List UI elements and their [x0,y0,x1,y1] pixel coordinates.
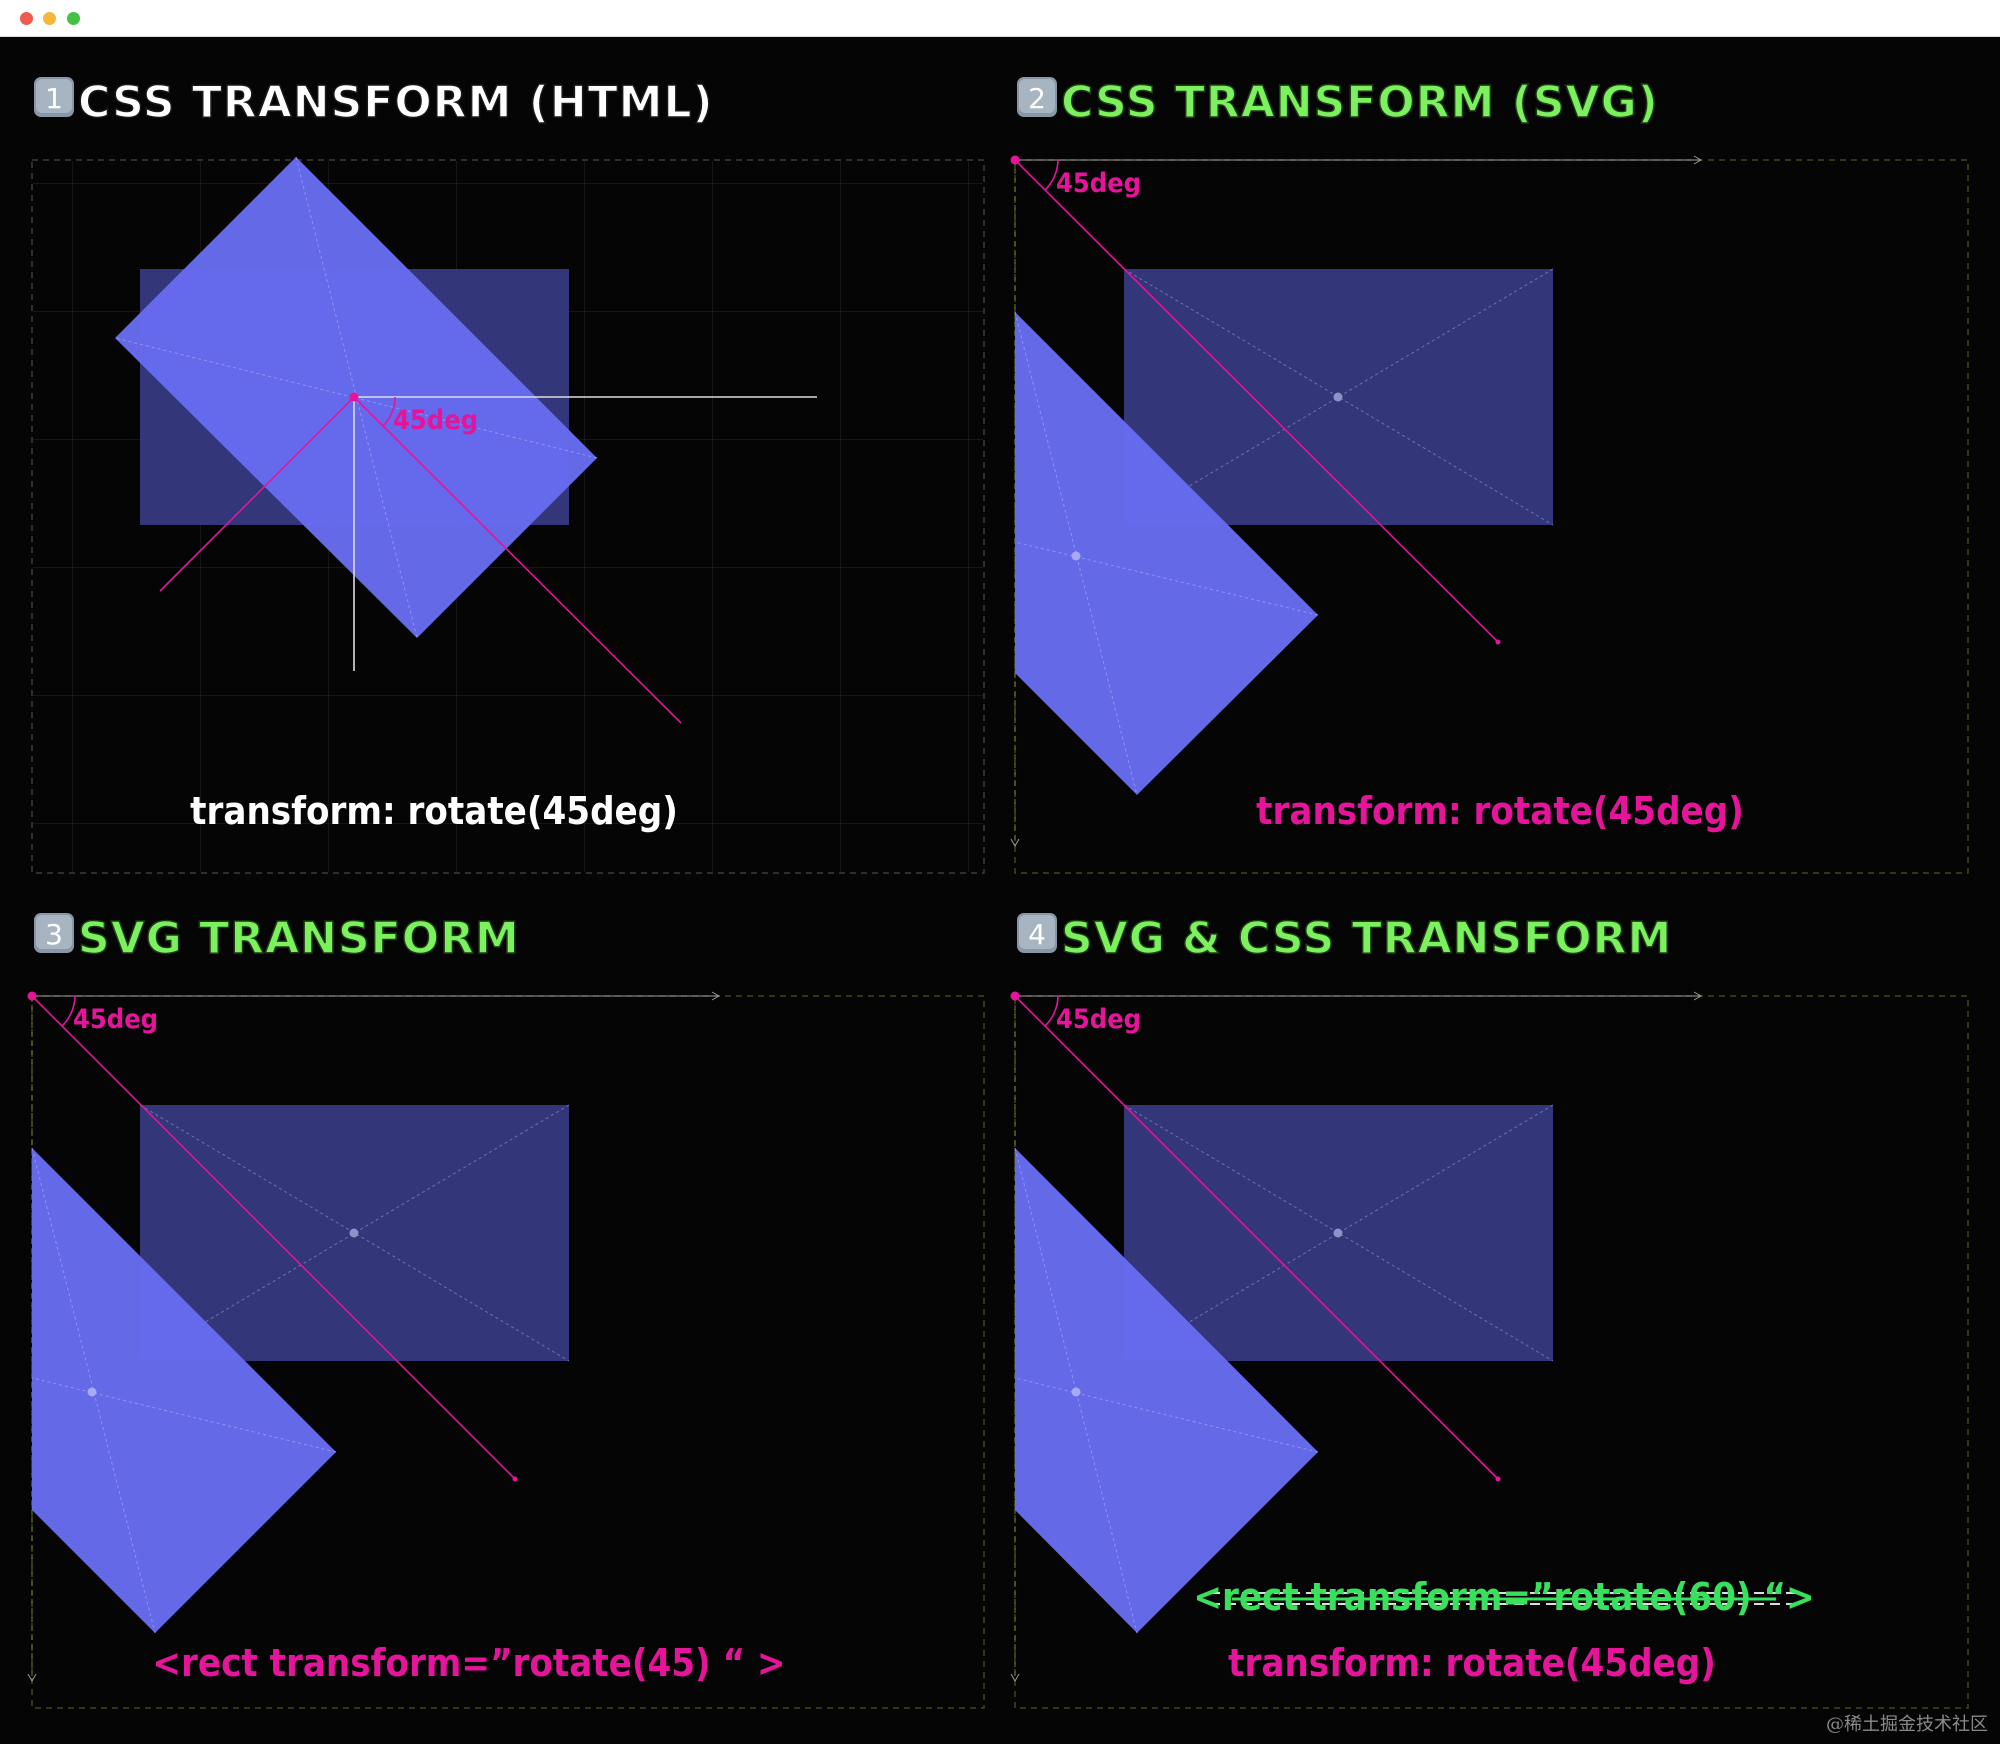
badge-3: 3 [34,913,74,953]
caption: transform: rotate(45deg) [1228,1641,1716,1685]
badge-4: 4 [1017,913,1057,953]
title-bar [0,0,2000,37]
panel-3: 45deg <rect transform=”rotate(45) “ > 3 … [27,912,985,1709]
panel-title: SVG & CSS TRANSFORM [1061,913,1672,964]
badge-1: 1 [34,77,74,117]
transform-origin-axes [353,396,817,671]
rotation-guide [159,392,682,724]
panel-title: CSS TRANSFORM (SVG) [1061,77,1659,128]
panel-4: 45deg <rect transform=”rotate(60) “> tra… [1010,912,1969,1709]
origin-dot [349,392,359,402]
struck-attribute: <rect transform=”rotate(60) “> [1193,1575,1814,1619]
rotation-guide [1010,991,1501,1482]
panel-1: 45deg transform: rotate(45deg) 1 CSS TRA… [31,76,985,874]
panel-title: SVG TRANSFORM [78,913,520,964]
svg-text:2: 2 [1028,82,1046,115]
original-rect [1123,1104,1554,1362]
panel-2: 45deg transform: rotate(45deg) 2 CSS TRA… [1010,76,1969,874]
panel-frame [31,159,985,874]
caption: transform: rotate(45deg) [1256,789,1744,833]
badge-2: 2 [1017,77,1057,117]
panel-title: CSS TRANSFORM (HTML) [78,77,714,128]
zoom-button[interactable] [67,12,80,25]
rotated-rect [31,1147,337,1634]
angle-label: 45deg [73,1004,158,1035]
angle-label: 45deg [1056,168,1141,199]
rotation-guide [27,991,518,1482]
close-button[interactable] [20,12,33,25]
caption: transform: rotate(45deg) [190,789,678,833]
angle-label: 45deg [1056,1004,1141,1035]
rotated-rect [1014,311,1319,796]
angle-label: 45deg [393,405,478,436]
caption: <rect transform=”rotate(45) “ > [152,1641,785,1685]
svg-text:3: 3 [45,918,63,951]
watermark: @稀土掘金技术社区 [1826,1714,1988,1735]
rotation-guide [1010,155,1501,645]
strike-caption: <rect transform=”rotate(60) “> [1193,1575,1814,1619]
svg-text:1: 1 [45,82,63,115]
rotated-rect [1014,1147,1319,1634]
svg-text:4: 4 [1028,918,1046,951]
minimize-button[interactable] [43,12,56,25]
transform-diagram: 45deg transform: rotate(45deg) 1 CSS TRA… [27,76,1969,1709]
